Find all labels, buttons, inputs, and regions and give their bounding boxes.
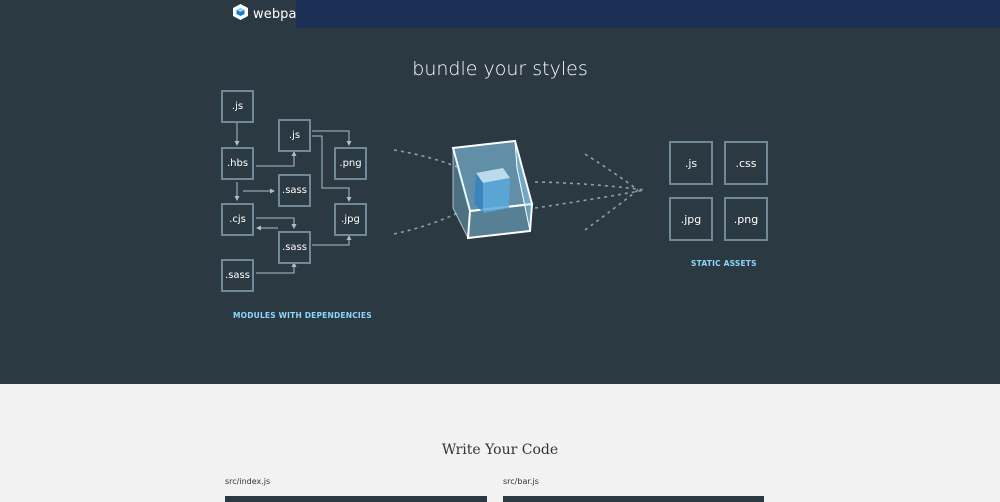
top-navigation-bar: webpack	[0, 0, 1000, 28]
input-flow-lines	[393, 149, 461, 235]
module-box-js: .js	[221, 90, 254, 123]
asset-box-jpg: .jpg	[669, 197, 713, 241]
module-box-sass: .sass	[221, 259, 254, 292]
module-box-cjs: .cjs	[221, 203, 254, 236]
bundle-diagram	[234, 123, 646, 274]
hero-section: bundle your styles	[0, 28, 1000, 384]
modules-caption: MODULES WITH DEPENDENCIES	[233, 311, 372, 320]
write-your-code-section: Write Your Code src/index.js src/bar.js	[0, 384, 1000, 502]
dependency-arrows	[234, 123, 352, 274]
section-title: Write Your Code	[441, 442, 559, 458]
module-box-js: .js	[278, 119, 311, 152]
webpack-cube-icon	[232, 3, 249, 25]
file-label-bar: src/bar.js	[503, 477, 539, 486]
logo-text: webpack	[253, 6, 297, 22]
hero-title: bundle your styles	[412, 58, 588, 80]
code-block-bar	[503, 496, 764, 502]
asset-box-png: .png	[724, 197, 768, 241]
code-block-index	[225, 496, 487, 502]
module-box-sass: .sass	[278, 174, 311, 207]
webpack-logo-link[interactable]: webpack	[232, 4, 297, 24]
file-label-index: src/index.js	[225, 477, 271, 486]
module-box-jpg: .jpg	[334, 203, 367, 236]
asset-box-css: .css	[724, 141, 768, 185]
asset-box-js: .js	[669, 141, 713, 185]
module-box-hbs: .hbs	[221, 147, 254, 180]
module-box-sass: .sass	[278, 231, 311, 264]
output-flow-lines	[534, 153, 646, 231]
top-navigation-bar-right	[296, 0, 1000, 28]
module-box-png: .png	[334, 147, 367, 180]
webpack-bundle-cube	[451, 139, 534, 240]
assets-caption: STATIC ASSETS	[691, 259, 757, 268]
